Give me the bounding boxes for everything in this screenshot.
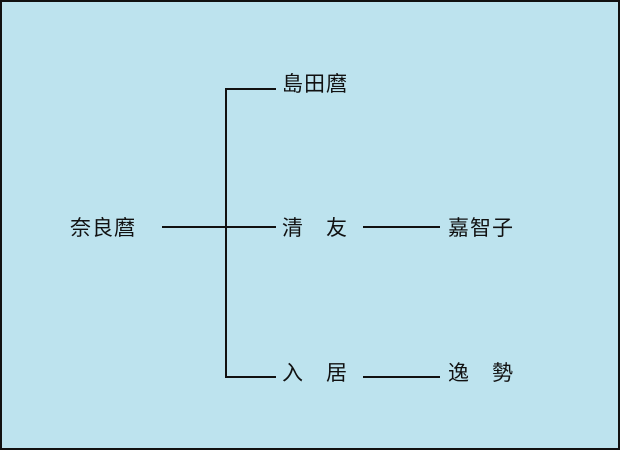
- branch-kiyotomo: [227, 226, 276, 228]
- branch-irii: [225, 376, 276, 378]
- connector-hayanari: [363, 376, 440, 378]
- person-kiyotomo: 清 友: [282, 216, 348, 240]
- sibling-trunk: [225, 88, 227, 378]
- person-hayanari: 逸 勢: [448, 361, 514, 385]
- person-irii: 入 居: [282, 361, 348, 385]
- person-kachiko: 嘉智子: [448, 216, 514, 240]
- root-connector: [162, 226, 227, 228]
- connector-kachiko: [363, 226, 440, 228]
- person-naramaro: 奈良麿: [70, 216, 136, 240]
- person-shimadamaro: 島田麿: [282, 72, 348, 96]
- branch-shimadamaro: [225, 88, 276, 90]
